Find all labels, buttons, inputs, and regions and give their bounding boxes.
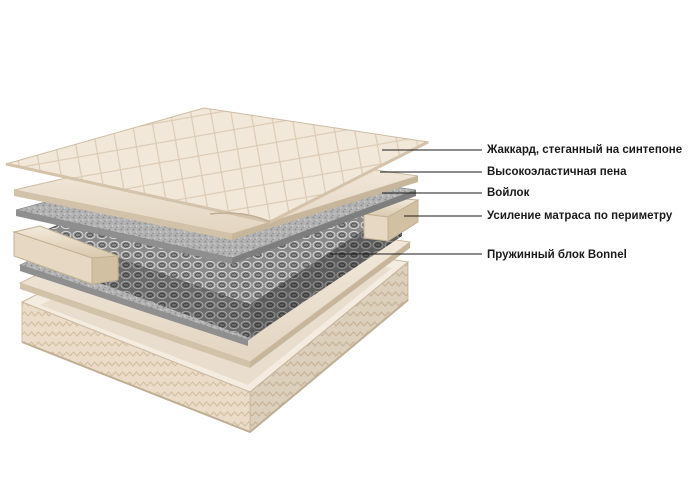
leader-lines	[330, 149, 482, 255]
callout-label-edge-reinforcement: Усиление матраса по периметру	[487, 210, 673, 222]
callout-label-jacquard: Жаккард, стеганный на синтепоне	[487, 144, 683, 156]
perimeter-reinforcement	[12, 197, 420, 285]
callout-label-foam: Высокоэластичная пена	[487, 166, 627, 178]
callout-label-spring-block: Пружинный блок Bonnel	[487, 249, 627, 261]
callout-label-felt: Войлок	[487, 187, 530, 199]
quilted-top-cover	[5, 107, 430, 224]
